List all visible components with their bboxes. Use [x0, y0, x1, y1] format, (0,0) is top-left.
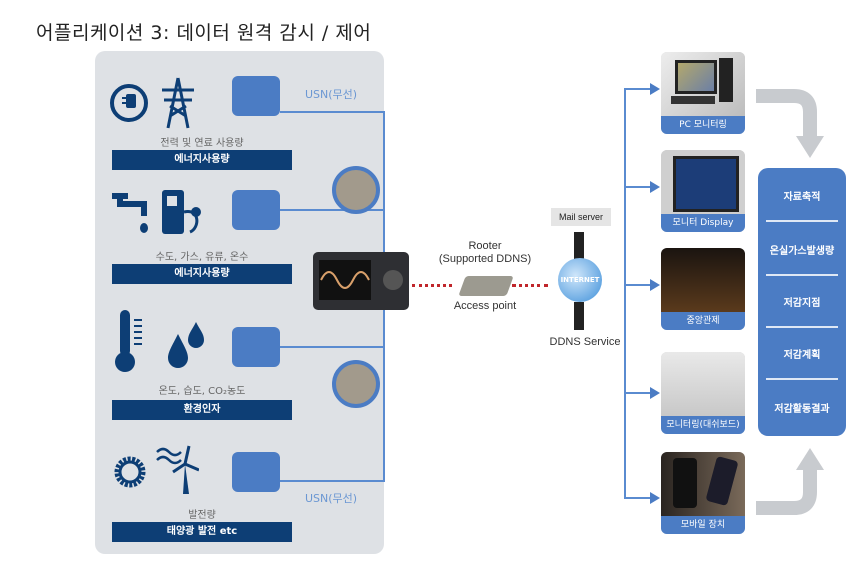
- data-logger-device: [313, 252, 409, 310]
- dotted-link: [512, 284, 548, 290]
- router-ddns-label: (Supported DDNS): [438, 253, 532, 265]
- connector-line: [624, 392, 654, 394]
- arrow-icon: [650, 83, 660, 95]
- faucet-icon: [112, 193, 148, 233]
- sync-icon: [332, 360, 380, 408]
- logger-screen: [319, 260, 371, 300]
- sync-icon: [332, 166, 380, 214]
- connector-line: [624, 186, 654, 188]
- result-item: 저감활동결과: [774, 404, 830, 415]
- output-tile: 모니터링(대쉬보드): [661, 352, 745, 434]
- results-panel: 자료축적 온실가스발생량 저감지점 저감계획 저감활동결과: [758, 168, 846, 436]
- group-band: 에너지사용량: [112, 264, 292, 284]
- result-item: 자료축적: [783, 192, 821, 203]
- result-item: 저감계획: [783, 350, 821, 361]
- arrow-icon: [650, 492, 660, 504]
- server-icon: [574, 302, 584, 330]
- connector-line: [624, 88, 626, 498]
- connector-line: [624, 88, 654, 90]
- page-title: 어플리케이션 3: 데이터 원격 감시 / 제어: [36, 22, 372, 44]
- water-drops-icon: [168, 322, 204, 368]
- output-label: 모니터 Display: [661, 214, 745, 232]
- wireless-sensor-icon: [232, 452, 280, 492]
- dashboard-icon: [661, 352, 745, 416]
- server-icon: [574, 232, 584, 260]
- control-room-icon: [661, 248, 745, 312]
- arrow-icon: [650, 387, 660, 399]
- flow-arrow-up-icon: [756, 448, 824, 515]
- output-tile: 모바일 장치: [661, 452, 745, 534]
- internet-globe-icon: INTERNET: [558, 258, 602, 302]
- group-caption: 온도, 습도, CO₂농도: [158, 386, 246, 397]
- group-caption: 전력 및 연료 사용량: [160, 138, 244, 149]
- fuel-pump-icon: [162, 190, 201, 234]
- connector-line: [280, 111, 384, 113]
- output-tile: 모니터 Display: [661, 150, 745, 232]
- connector-line: [624, 284, 654, 286]
- plug-icon: [110, 84, 148, 122]
- result-item: 저감지점: [783, 298, 821, 309]
- divider: [766, 220, 838, 222]
- divider: [766, 274, 838, 276]
- result-item: 온실가스발생량: [769, 246, 835, 257]
- output-label: 모니터링(대쉬보드): [661, 416, 745, 434]
- connector-line: [624, 497, 654, 499]
- arrow-icon: [650, 181, 660, 193]
- usn-label-top: USN(무선): [305, 88, 358, 101]
- monitor-display-icon: [661, 150, 745, 214]
- divider: [766, 326, 838, 328]
- group-band: 환경인자: [112, 400, 292, 420]
- connector-line: [280, 480, 384, 482]
- ddns-service-label: DDNS Service: [549, 336, 621, 348]
- dotted-link: [412, 284, 452, 290]
- wind-turbine-icon: [156, 445, 199, 494]
- router-device-icon: [458, 276, 514, 296]
- usn-label-bottom: USN(무선): [305, 492, 358, 505]
- output-label: 모바일 장치: [661, 516, 745, 534]
- group-band: 에너지사용량: [112, 150, 292, 170]
- divider: [766, 378, 838, 380]
- connector-line: [280, 209, 384, 211]
- thermometer-icon: [115, 310, 142, 372]
- arrow-icon: [650, 279, 660, 291]
- output-tile: PC 모니터링: [661, 52, 745, 134]
- connector-line: [280, 346, 384, 348]
- logger-dial: [383, 270, 403, 290]
- group-caption: 수도, 가스, 유류, 온수: [155, 252, 249, 263]
- access-point-label: Access point: [453, 300, 517, 312]
- sun-icon: [114, 456, 146, 488]
- flow-arrow-down-icon: [756, 89, 824, 158]
- wireless-sensor-icon: [232, 327, 280, 367]
- mobile-device-icon: [661, 452, 745, 516]
- output-label: PC 모니터링: [661, 116, 745, 134]
- power-tower-icon: [162, 77, 194, 129]
- desktop-pc-icon: [661, 52, 745, 116]
- output-tile: 중앙관제: [661, 248, 745, 330]
- waveform-icon: [320, 271, 370, 289]
- group-band: 태양광 발전 etc: [112, 522, 292, 542]
- group-caption: 발전량: [188, 510, 216, 521]
- wireless-sensor-icon: [232, 190, 280, 230]
- wireless-sensor-icon: [232, 76, 280, 116]
- router-label: Rooter: [468, 240, 502, 252]
- mail-server-label: Mail server: [551, 208, 611, 226]
- output-label: 중앙관제: [661, 312, 745, 330]
